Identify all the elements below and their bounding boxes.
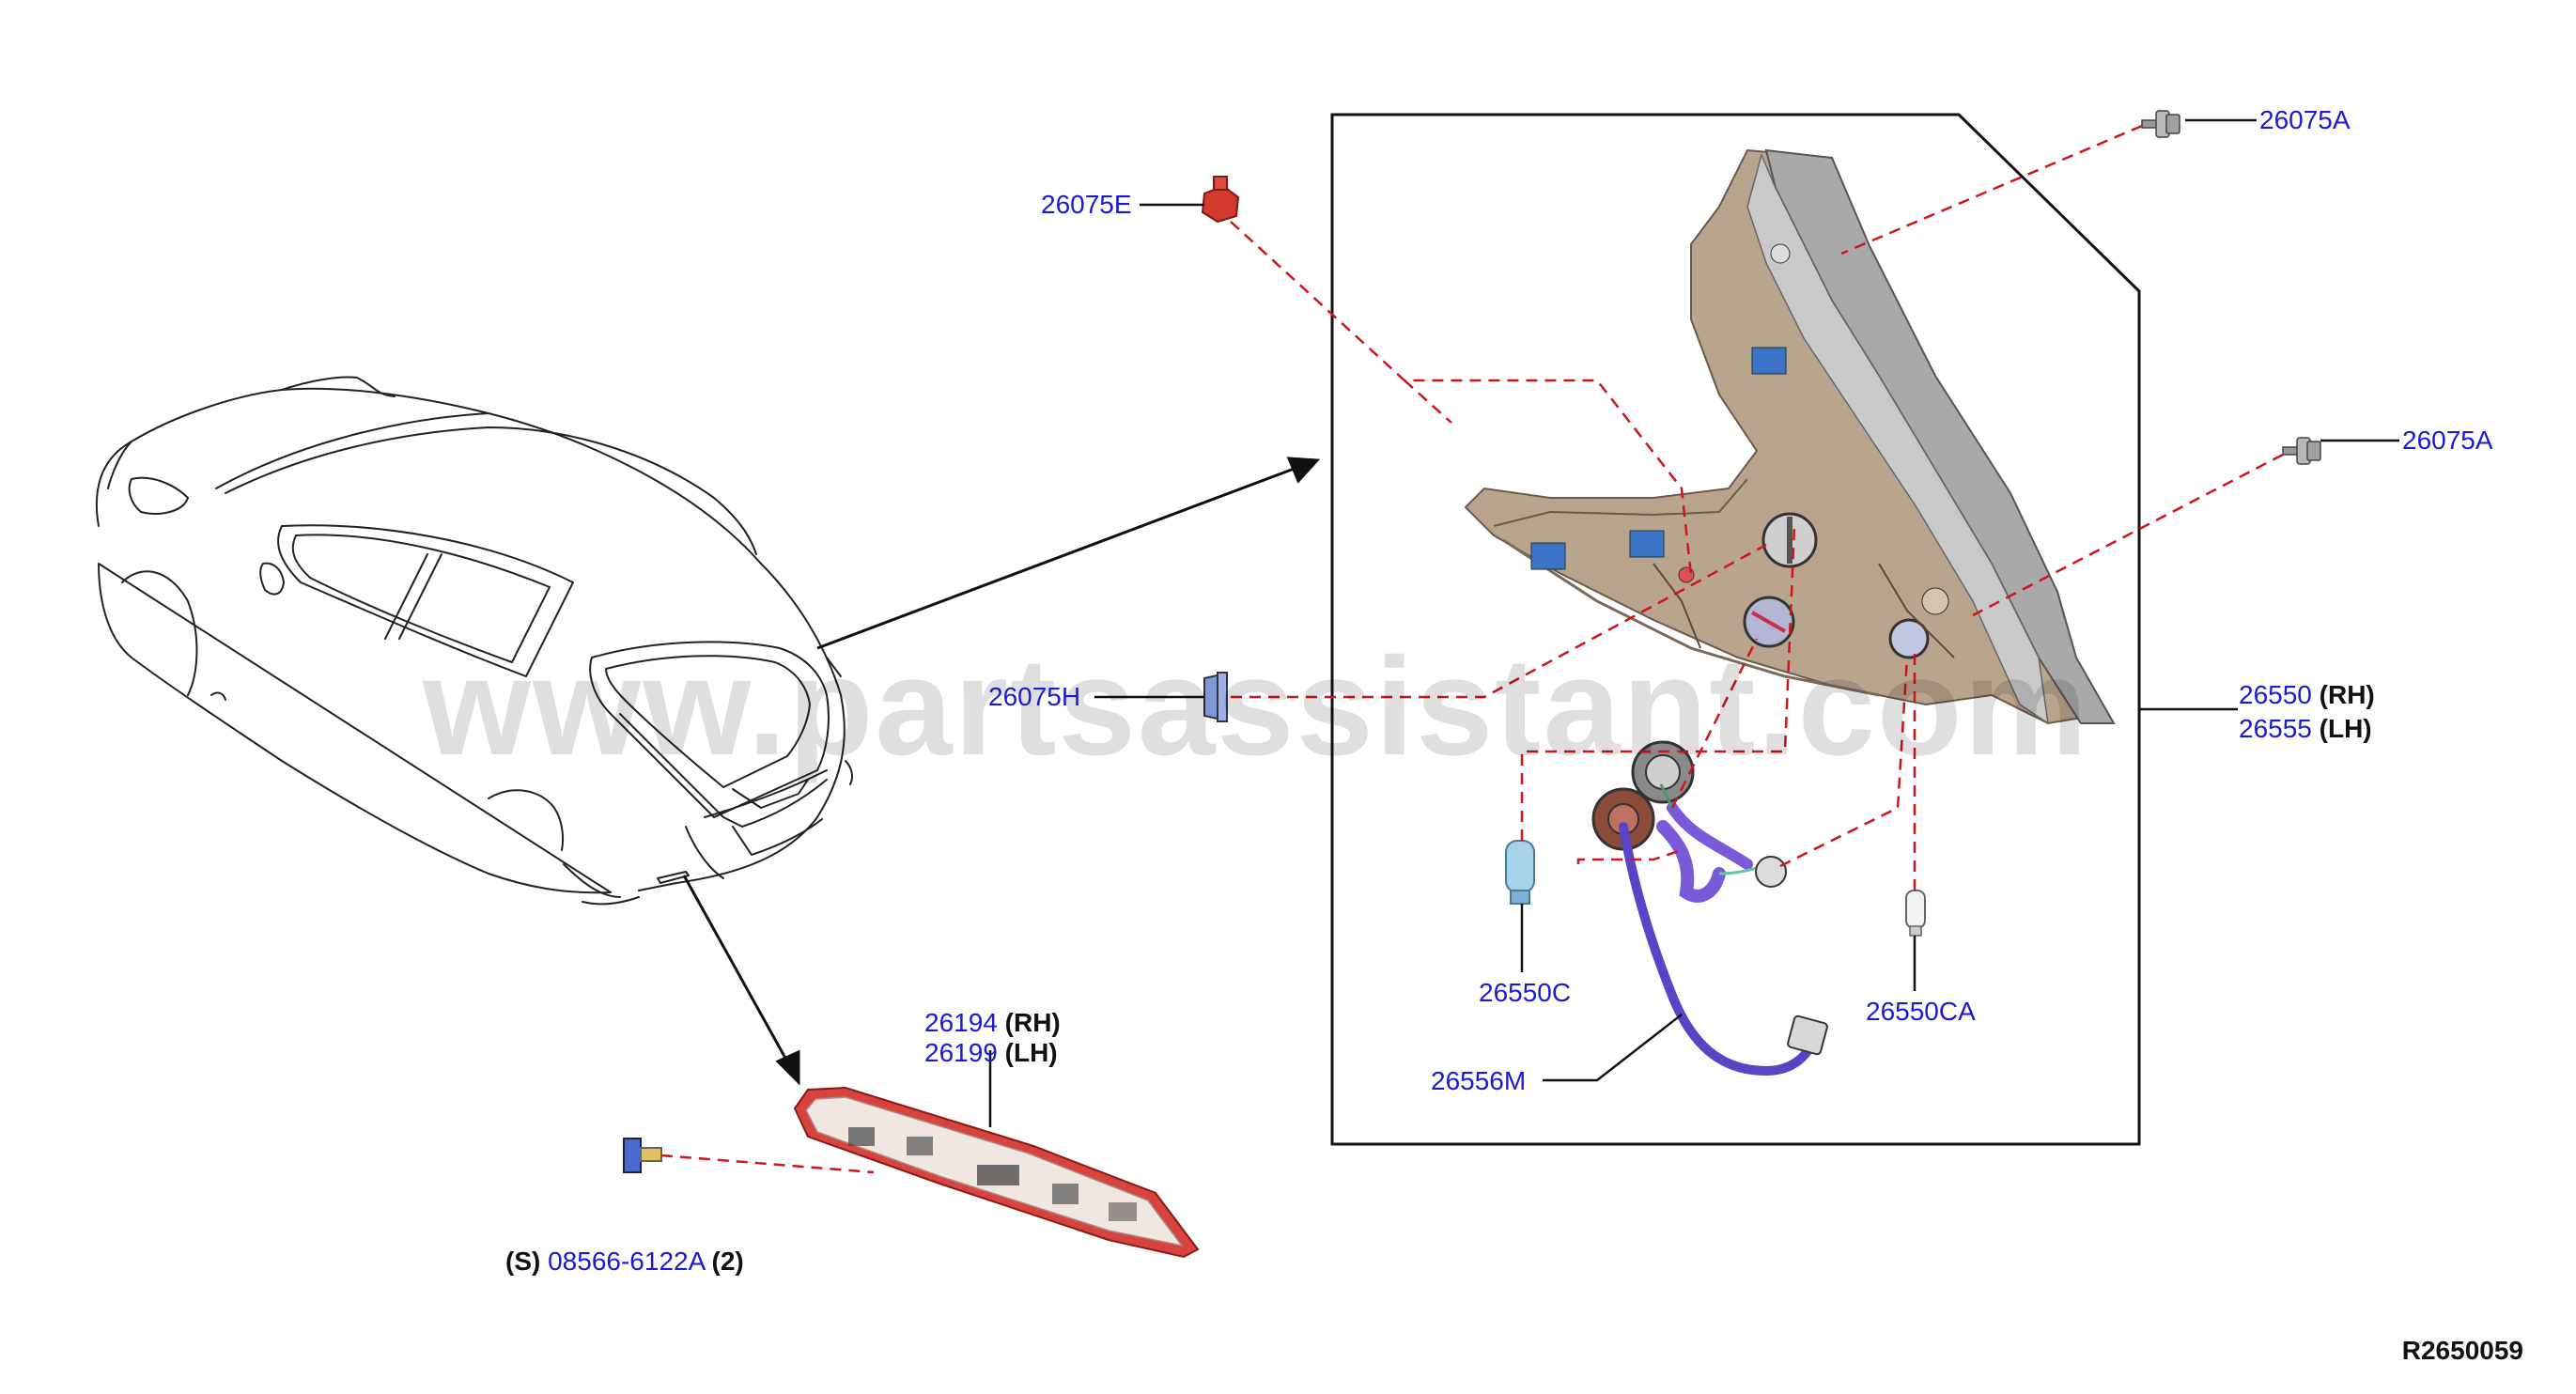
side-rh: (RH) [2319, 680, 2375, 709]
part-number-26550[interactable]: 26550 [2239, 680, 2312, 709]
side-lh: (LH) [2319, 714, 2372, 743]
callout-arrows [682, 457, 1321, 1086]
rear-combination-lamp-illustration [1464, 148, 2116, 725]
label-26075h[interactable]: 26075H [988, 682, 1081, 711]
screw-26075a-top-illustration [2141, 110, 2180, 138]
rear-reflector-illustration [793, 1086, 1200, 1259]
standard-part-prefix: (S) [505, 1247, 541, 1276]
clip-26075h-illustration [1203, 672, 1228, 722]
label-26075a-top[interactable]: 26075A [2259, 105, 2351, 134]
screw-26075a-right-illustration [2282, 437, 2321, 465]
part-number-26555[interactable]: 26555 [2239, 714, 2312, 743]
solid-label-leaders [988, 118, 2399, 1127]
screw-08566-illustration [623, 1138, 662, 1173]
label-26550-rh: 26550 (RH) [2239, 680, 2375, 710]
label-26075e[interactable]: 26075E [1041, 190, 1132, 219]
side-rh: (RH) [1004, 1008, 1061, 1037]
bulb-26550ca-illustration [1905, 890, 1926, 937]
diagram-code: R2650059 [2401, 1336, 2523, 1365]
label-26556m[interactable]: 26556M [1431, 1066, 1527, 1095]
clip-26075e-illustration [1201, 176, 1240, 224]
label-26550ca[interactable]: 26550CA [1866, 997, 1976, 1026]
detail-frame [1330, 113, 2141, 1146]
label-26199-lh: 26199 (LH) [924, 1038, 1058, 1068]
side-lh: (LH) [1004, 1038, 1058, 1067]
dashed-leader-lines [660, 124, 2284, 1174]
car-outline-drawing [95, 376, 854, 906]
part-number-26194[interactable]: 26194 [924, 1008, 998, 1037]
label-26555-lh: 26555 (LH) [2239, 714, 2372, 744]
part-number-08566-6122a[interactable]: 08566-6122A [548, 1247, 705, 1276]
part-number-26199[interactable]: 26199 [924, 1038, 998, 1067]
label-26550c[interactable]: 26550C [1479, 978, 1572, 1007]
bulb-26550c-illustration [1505, 840, 1535, 905]
label-08566-6122a: (S) 08566-6122A (2) [505, 1247, 744, 1277]
watermark: www.partsassistant.com [423, 629, 2089, 784]
label-26075a-right[interactable]: 26075A [2402, 426, 2493, 455]
quantity: (2) [711, 1247, 744, 1276]
wiring-harness-illustration [1591, 740, 1828, 1076]
label-26194-rh: 26194 (RH) [924, 1008, 1061, 1038]
